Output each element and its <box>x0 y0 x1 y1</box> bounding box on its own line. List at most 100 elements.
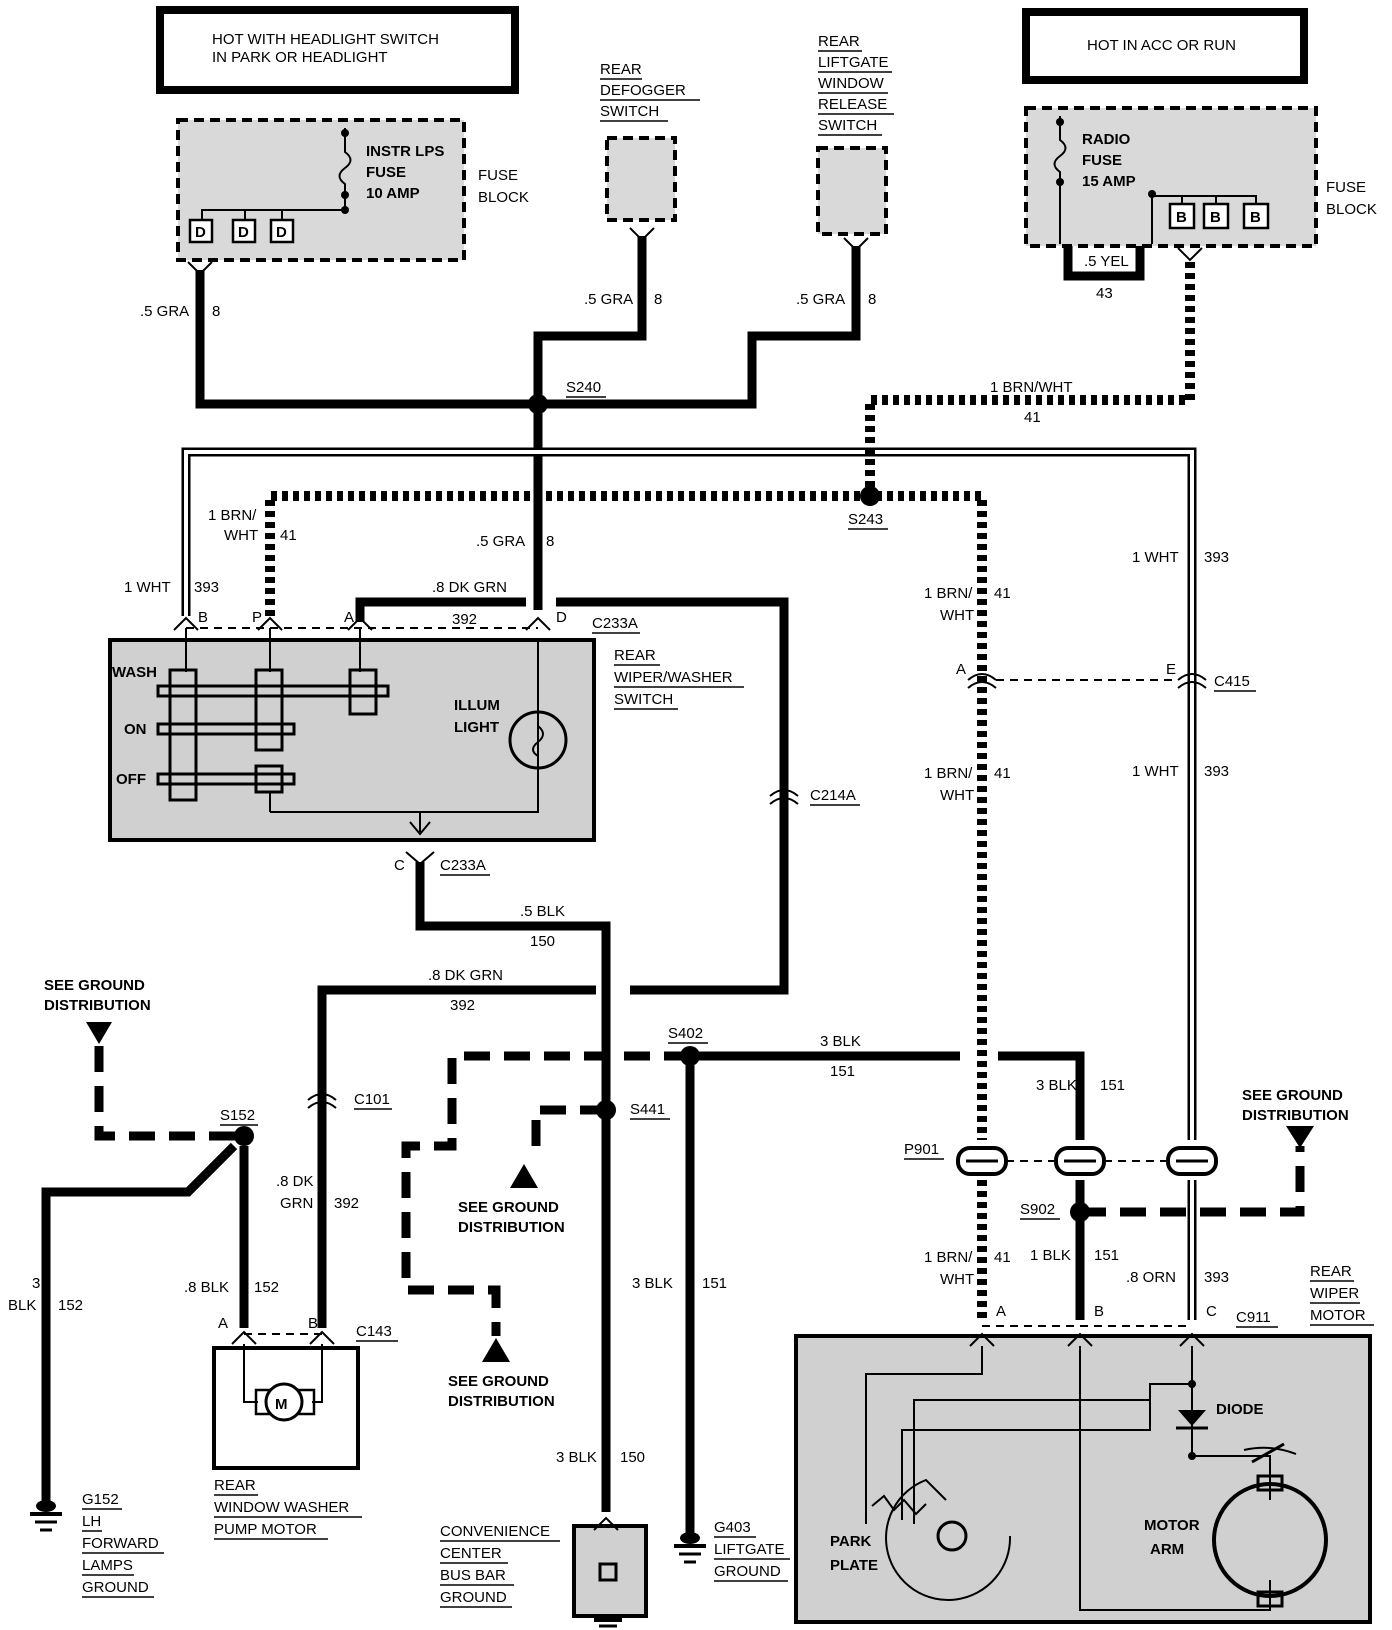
wire-wht-393 <box>181 447 1197 1320</box>
fuse-right-terminals: B B B <box>1168 202 1270 230</box>
wire-blk151-mid-num: 151 <box>702 1275 727 1292</box>
wiper-motor-name3: MOTOR <box>1310 1307 1366 1324</box>
see-ground-topleft-1: SEE GROUND <box>44 977 145 994</box>
c415-label: C415 <box>1214 673 1250 690</box>
wire-blk151-low-num: 151 <box>1094 1247 1119 1264</box>
wire-brn-wht-top <box>865 262 1195 496</box>
fuse-right-symbol <box>1053 116 1257 244</box>
rear-liftgate-release-switch <box>816 146 888 236</box>
switch-wash-label: WASH <box>112 664 157 681</box>
wiper-switch-name2: WIPER/WASHER <box>614 669 733 686</box>
splice-s243-label: S243 <box>848 511 883 528</box>
see-ground-right-1: SEE GROUND <box>1242 1087 1343 1104</box>
pump-motor-symbol: M <box>275 1396 288 1413</box>
rear-defogger-switch <box>605 136 677 222</box>
liftgate-label2: LIFTGATE <box>818 54 889 71</box>
fuse-right-line3: 15 AMP <box>1082 173 1136 190</box>
pump-name2: WINDOW WASHER <box>214 1499 349 1516</box>
fuse-block-right-name1: FUSE <box>1326 179 1366 196</box>
see-ground-topleft-2: DISTRIBUTION <box>44 997 151 1014</box>
wire-brn-r3-b: WHT <box>940 1271 974 1288</box>
wire-blk150-num: 150 <box>530 933 555 950</box>
wire-gra-left <box>195 270 538 409</box>
banner-headlight-line1: HOT WITH HEADLIGHT SWITCH <box>212 31 439 48</box>
banner-headlight-line2: IN PARK OR HEADLIGHT <box>212 49 388 66</box>
wire-brn-r2-num: 41 <box>994 765 1011 782</box>
wire-blk152-l-a: 3 <box>32 1275 40 1292</box>
bus-bar-l2: CENTER <box>440 1545 502 1562</box>
g403-l1: G403 <box>714 1519 751 1536</box>
c214a-label: C214A <box>810 787 856 804</box>
motor-label2: ARM <box>1150 1541 1184 1558</box>
liftgate-label3: WINDOW <box>818 75 885 92</box>
wire-yel-num: 43 <box>1096 285 1113 302</box>
splice-s402-label: S402 <box>668 1025 703 1042</box>
wire-wht-left-label: 1 WHT <box>124 579 171 596</box>
wire-gra-mid-num: 8 <box>546 533 554 550</box>
wire-gra-left-label: .5 GRA <box>140 303 189 320</box>
g152-l2: LH <box>82 1513 101 1530</box>
splice-s243 <box>860 486 880 506</box>
wire-gra-lift-label: .5 GRA <box>796 291 845 308</box>
switch-internals <box>156 628 568 836</box>
connector-c415 <box>967 673 1207 689</box>
splice-s441 <box>596 1100 616 1120</box>
liftgate-label4: RELEASE <box>818 96 887 113</box>
wire-blk150-low-label: 3 BLK <box>556 1449 597 1466</box>
c911-label: C911 <box>1236 1309 1271 1326</box>
switch-off-label: OFF <box>116 771 146 788</box>
ground-dist-triangle-left <box>482 1338 510 1362</box>
connector-c214a <box>769 789 799 805</box>
pin-c: C <box>394 857 405 874</box>
splice-s402 <box>680 1046 700 1066</box>
wire-blk150-low-num: 150 <box>620 1449 645 1466</box>
wire-brn-r1-b: WHT <box>940 607 974 624</box>
splice-s152-label: S152 <box>220 1107 255 1124</box>
liftgate-label5: SWITCH <box>818 117 877 134</box>
convenience-center-bus-bar <box>572 1524 648 1618</box>
see-ground-s441-1: SEE GROUND <box>458 1199 559 1216</box>
wire-blk152-l-num: 152 <box>58 1297 83 1314</box>
c415-pin-a: A <box>956 661 966 678</box>
connector-p901 <box>956 1146 1218 1176</box>
bus-bar-l3: BUS BAR <box>440 1567 506 1584</box>
pin-p: P <box>252 609 262 626</box>
splice-s240-label: S240 <box>566 379 601 396</box>
svg-text:D: D <box>276 224 287 241</box>
g152-l5: GROUND <box>82 1579 149 1596</box>
switch-on-label: ON <box>124 721 147 738</box>
ground-g403-symbol <box>674 1532 706 1564</box>
c911-pin-c: C <box>1206 1303 1217 1320</box>
svg-text:B: B <box>1176 209 1187 226</box>
g152-l1: G152 <box>82 1491 119 1508</box>
ground-g152-symbol <box>30 1500 62 1532</box>
wire-wht-r2: 1 WHT <box>1132 763 1179 780</box>
wire-gra-lift-num: 8 <box>868 291 876 308</box>
gra-connector-arrows <box>187 227 1203 276</box>
wiper-switch-name3: SWITCH <box>614 691 673 708</box>
wiper-motor-internals <box>865 1332 1328 1611</box>
wire-ground-dist-s902 <box>1080 1146 1305 1217</box>
wire-brn-left-a: 1 BRN/ <box>208 507 257 524</box>
wire-dkgrn-top-label: .8 DK GRN <box>432 579 507 596</box>
see-ground-right-2: DISTRIBUTION <box>1242 1107 1349 1124</box>
bus-bar-l4: GROUND <box>440 1589 507 1606</box>
fuse-block-left-name1: FUSE <box>478 167 518 184</box>
wiper-motor-name1: REAR <box>1310 1263 1352 1280</box>
wire-brn-r2-b: WHT <box>940 787 974 804</box>
splice-s902-label: S902 <box>1020 1201 1055 1218</box>
park-label2: PLATE <box>830 1557 878 1574</box>
illum-label2: LIGHT <box>454 719 499 736</box>
c911-pin-a: A <box>996 1303 1006 1320</box>
wire-blk150-label: .5 BLK <box>520 903 565 920</box>
wire-blk152-label: .8 BLK <box>184 1279 229 1296</box>
svg-text:D: D <box>238 224 249 241</box>
wire-ground-dist-s152 <box>94 1046 240 1141</box>
fuse-block-left-name2: BLOCK <box>478 189 529 206</box>
wire-brn-top-num: 41 <box>1024 409 1041 426</box>
c415-pin-e: E <box>1166 661 1176 678</box>
rear-wiper-washer-switch <box>108 638 596 842</box>
wire-dkgrn-low-num: 392 <box>334 1195 359 1212</box>
wire-wht-r1: 1 WHT <box>1132 549 1179 566</box>
